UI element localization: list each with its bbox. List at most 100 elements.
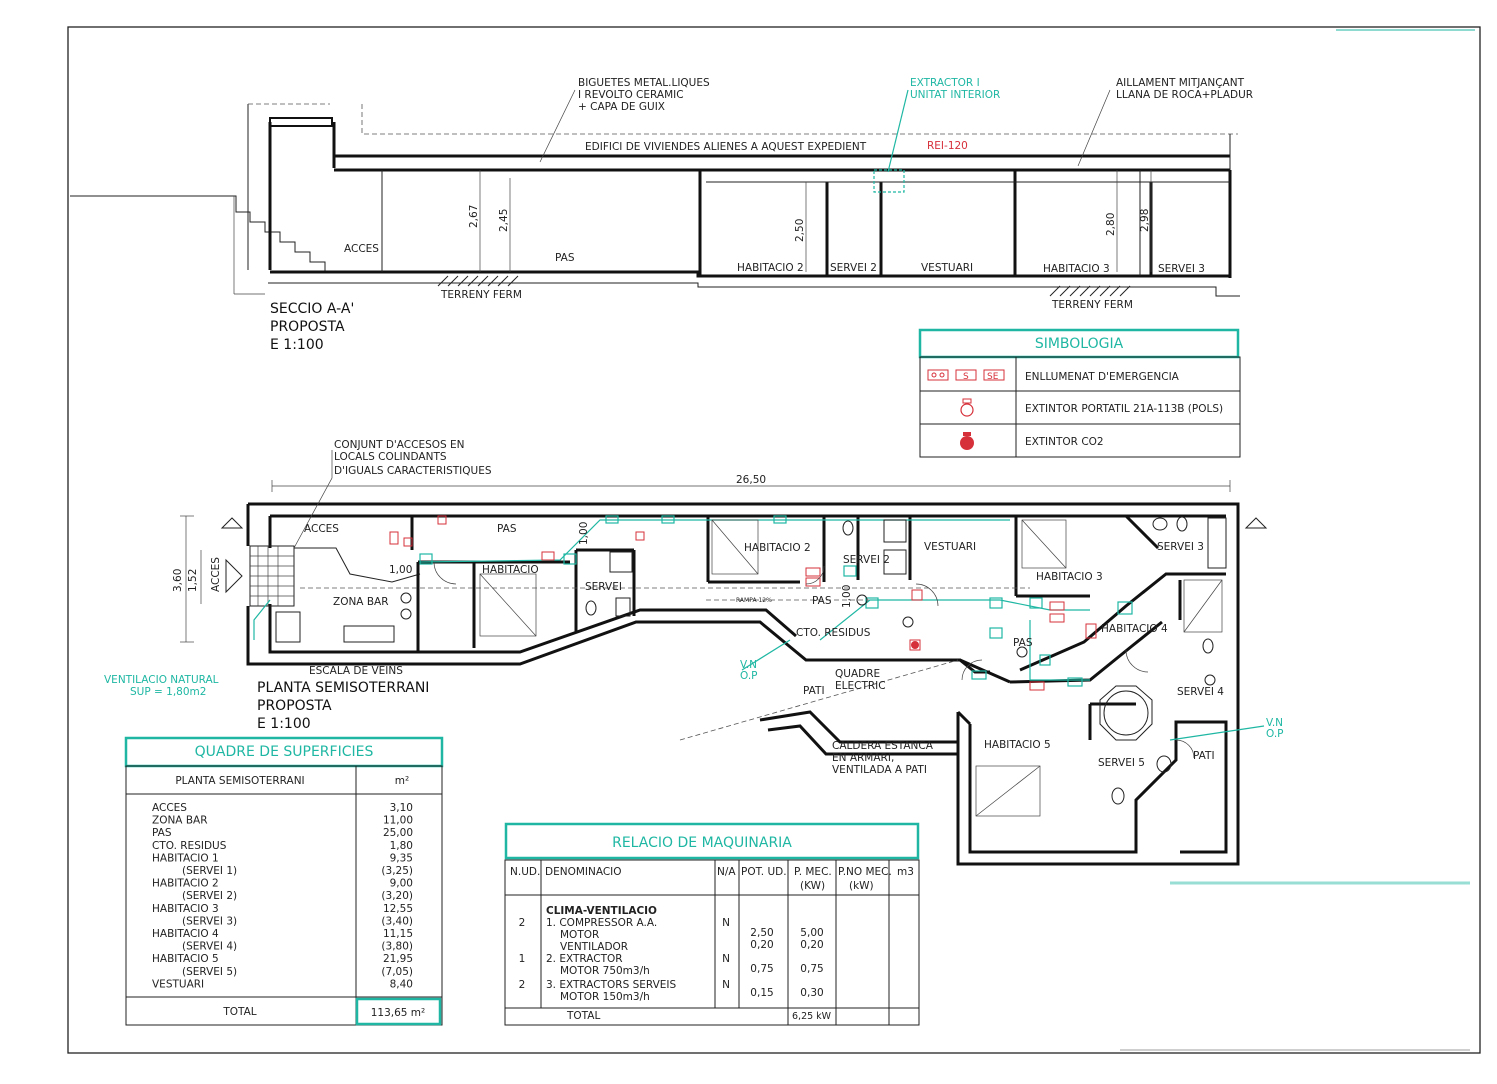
plan-title-2: PROPOSTA bbox=[257, 698, 332, 714]
plan-vn-left: V.N bbox=[740, 659, 757, 671]
surfaces-row-name: HABITACIO 5 bbox=[152, 953, 219, 965]
section-room-vestuari: VESTUARI bbox=[921, 262, 973, 274]
section-room-servei-3: SERVEI 3 bbox=[1158, 263, 1205, 275]
section-title-1: SECCIO A-A' bbox=[270, 301, 354, 317]
machinery-header-nud: N.UD. bbox=[510, 866, 540, 878]
machinery-header-na: N/A bbox=[717, 866, 736, 878]
surfaces-row-name: PAS bbox=[152, 827, 172, 839]
machinery-header-pmec-unit: (KW) bbox=[800, 880, 825, 892]
machinery-row-pmec: 0,30 bbox=[800, 987, 823, 999]
surfaces-row-value: 9,00 bbox=[390, 878, 413, 890]
plan-drawing: 26,50 3,60 1,52 ACCES bbox=[104, 439, 1284, 866]
machinery-group: CLIMA-VENTILACIO bbox=[546, 905, 657, 917]
plan-title-1: PLANTA SEMISOTERRANI bbox=[257, 680, 429, 696]
section-title-2: PROPOSTA bbox=[270, 319, 345, 335]
surfaces-row-name: (SERVEI 2) bbox=[182, 890, 237, 902]
machinery-total-value: 6,25 kW bbox=[792, 1011, 832, 1022]
plan-room-habitacio-5: HABITACIO 5 bbox=[984, 739, 1051, 751]
surfaces-row-value: 11,00 bbox=[383, 815, 413, 827]
surfaces-total-label: TOTAL bbox=[222, 1006, 256, 1018]
section-dim-280: 2,80 bbox=[1105, 213, 1117, 236]
surfaces-row-value: 12,55 bbox=[383, 903, 413, 915]
plan-room-pas-1: PAS bbox=[497, 523, 517, 535]
plan-ventilacio-1: VENTILACIO NATURAL bbox=[104, 674, 219, 686]
surfaces-row-value: 1,80 bbox=[390, 840, 413, 852]
plan-room-vestuari: VESTUARI bbox=[924, 541, 976, 553]
machinery-row-na: N bbox=[722, 917, 730, 929]
section-note-aillament-2: LLANA DE ROCA+PLADUR bbox=[1116, 89, 1253, 101]
surfaces-row-value: 11,15 bbox=[383, 928, 413, 940]
machinery-row-pot: 0,20 bbox=[750, 939, 773, 951]
section-room-pas: PAS bbox=[555, 252, 575, 264]
emergency-symbol-se: SE bbox=[987, 372, 999, 382]
machinery-header-pmec: P. MEC. bbox=[794, 866, 832, 878]
section-note-extractor-1: EXTRACTOR I bbox=[910, 77, 980, 89]
plan-vn-right: V.N bbox=[1266, 717, 1283, 729]
plan-op-left: O.P bbox=[740, 670, 758, 682]
plan-quadre-1: QUADRE bbox=[835, 668, 880, 680]
symbol-3-icon bbox=[1204, 674, 1216, 686]
machinery-row-pot: 2,50 bbox=[750, 927, 773, 939]
plan-room-pati-2: PATI bbox=[803, 685, 825, 697]
surfaces-row-name: HABITACIO 3 bbox=[152, 903, 219, 915]
machinery-row-na: N bbox=[722, 979, 730, 991]
symbology-label-emergency: ENLLUMENAT D'EMERGENCIA bbox=[1025, 371, 1180, 383]
symbology-table: SIMBOLOGIA S SE ENLLUMENAT D'EMERGENCIA … bbox=[918, 328, 1241, 458]
plan-note-conjunt-1: CONJUNT D'ACCESOS EN bbox=[334, 439, 465, 451]
plan-room-servei-1: SERVEI bbox=[585, 581, 622, 593]
surfaces-row-value: (3,40) bbox=[381, 915, 413, 927]
plan-room-habitacio-1: HABITACIO bbox=[482, 564, 539, 576]
machinery-row-denom: 2. EXTRACTOR bbox=[546, 953, 623, 965]
section-note-rei: REI-120 bbox=[927, 140, 968, 152]
surfaces-row-name: ZONA BAR bbox=[152, 815, 208, 827]
plan-room-servei-2: SERVEI 2 bbox=[843, 554, 890, 566]
section-title-3: E 1:100 bbox=[270, 337, 324, 353]
plan-escala: ESCALA DE VEINS bbox=[309, 665, 403, 677]
sheet-frame bbox=[67, 26, 1481, 1054]
machinery-total-label: TOTAL bbox=[566, 1010, 600, 1022]
surfaces-row-value: 8,40 bbox=[390, 978, 413, 990]
plan-caldera-3: VENTILADA A PATI bbox=[832, 764, 927, 776]
machinery-row-denom: MOTOR 750m3/h bbox=[560, 965, 650, 977]
symbol-1-icon bbox=[902, 616, 914, 628]
plan-caldera-1: CALDERA ESTANCA bbox=[832, 740, 934, 752]
plan-room-pati-1: PATI bbox=[1193, 750, 1215, 762]
machinery-row-nud: 1 bbox=[519, 953, 526, 965]
section-marker-left-icon bbox=[220, 517, 244, 529]
plan-room-servei-3: SERVEI 3 bbox=[1157, 541, 1204, 553]
machinery-row-nud: 2 bbox=[519, 917, 526, 929]
symbol-1b-icon bbox=[1016, 646, 1028, 658]
section-dim-267: 2,67 bbox=[468, 205, 480, 228]
machinery-row-denom: MOTOR 150m3/h bbox=[560, 991, 650, 1003]
plan-room-habitacio-2: HABITACIO 2 bbox=[744, 542, 811, 554]
symbology-label-co2: EXTINTOR CO2 bbox=[1025, 436, 1104, 448]
entrance-arrow-icon bbox=[225, 558, 243, 594]
section-note-biguetes-1: BIGUETES METAL.LIQUES bbox=[578, 77, 710, 89]
machinery-row-denom: MOTOR bbox=[560, 929, 599, 941]
section-drawing: BIGUETES METAL.LIQUES I REVOLTO CERAMIC … bbox=[70, 77, 1253, 353]
extinguisher-co2-icon bbox=[960, 432, 974, 450]
surfaces-row-value: (7,05) bbox=[381, 966, 413, 978]
extinguisher-powder-icon bbox=[960, 398, 974, 417]
plan-dim-100-b: 1,00 bbox=[578, 522, 590, 545]
surfaces-row-name: (SERVEI 5) bbox=[182, 966, 237, 978]
section-terreny-right: TERRENY FERM bbox=[1051, 299, 1133, 311]
surfaces-row-value: (3,25) bbox=[381, 865, 413, 877]
machinery-row-pmec: 0,75 bbox=[800, 963, 823, 975]
machinery-row-pot: 0,75 bbox=[750, 963, 773, 975]
section-terreny-left: TERRENY FERM bbox=[440, 289, 522, 301]
machinery-row-denom: VENTILADOR bbox=[560, 941, 628, 953]
plan-note-conjunt-2: LOCALS COLINDANTS bbox=[334, 451, 447, 463]
section-note-biguetes-3: + CAPA DE GUIX bbox=[578, 101, 665, 113]
section-note-biguetes-2: I REVOLTO CERAMIC bbox=[578, 89, 684, 101]
section-note-extractor-2: UNITAT INTERIOR bbox=[910, 89, 1000, 101]
plan-quadre-2: ELECTRIC bbox=[835, 680, 886, 692]
surfaces-row-name: HABITACIO 4 bbox=[152, 928, 219, 940]
plan-dim-100-a: 1,00 bbox=[389, 564, 412, 576]
machinery-header-pot: POT. UD. bbox=[741, 866, 787, 878]
surfaces-row-name: (SERVEI 4) bbox=[182, 941, 237, 953]
section-note-edifici: EDIFICI DE VIVIENDES ALIENES A AQUEST EX… bbox=[585, 141, 867, 153]
